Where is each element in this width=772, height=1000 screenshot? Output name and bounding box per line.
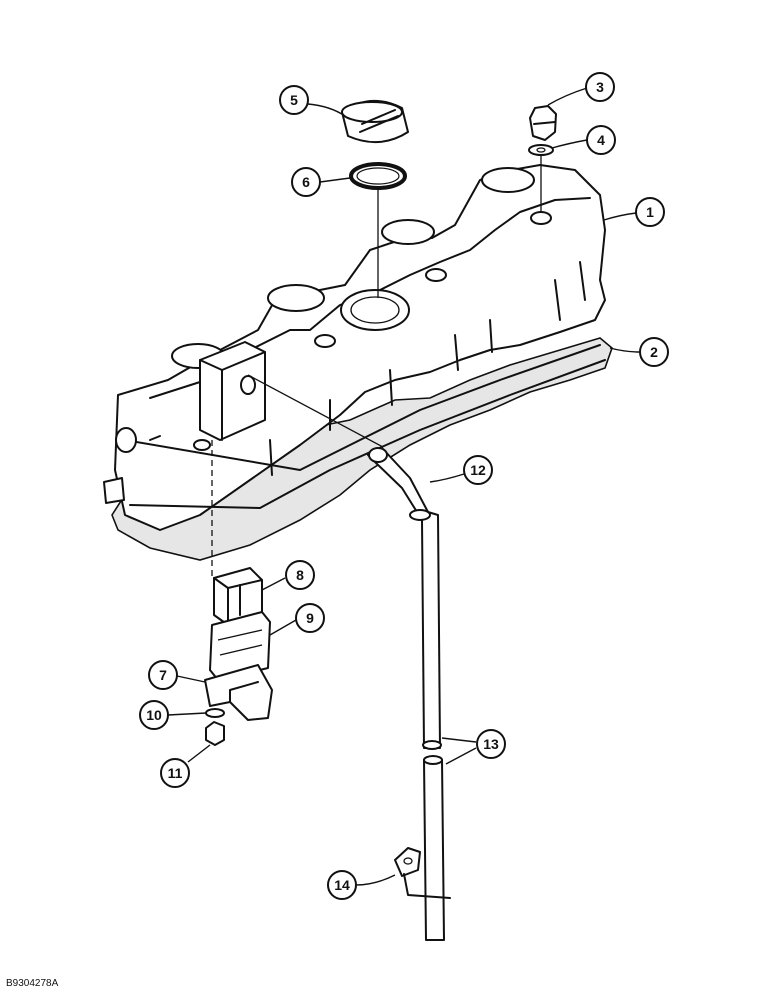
valve-cover-gasket (111, 337, 613, 561)
callout-label-13: 13 (483, 736, 499, 752)
breather-filter-9 (209, 611, 271, 681)
callout-3: 3 (585, 72, 615, 102)
washer-10 (205, 708, 225, 718)
callout-label-7: 7 (159, 667, 167, 683)
callout-11: 11 (160, 758, 190, 788)
hose-clip (394, 847, 451, 899)
o-ring (349, 162, 407, 190)
cap-nut (529, 105, 557, 141)
callout-14: 14 (327, 870, 357, 900)
callout-label-10: 10 (146, 707, 162, 723)
breather-hose (367, 447, 445, 941)
callout-6: 6 (291, 167, 321, 197)
callout-label-2: 2 (650, 344, 658, 360)
callout-2: 2 (639, 337, 669, 367)
callout-label-6: 6 (302, 174, 310, 190)
callout-label-8: 8 (296, 567, 304, 583)
callout-label-12: 12 (470, 462, 486, 478)
callout-4: 4 (586, 125, 616, 155)
callout-1: 1 (635, 197, 665, 227)
callout-12: 12 (463, 455, 493, 485)
callout-10: 10 (139, 700, 169, 730)
callout-label-1: 1 (646, 204, 654, 220)
figure-id: B9304278A (6, 978, 59, 989)
leader-lines (167, 87, 641, 886)
oil-filler-cap (341, 99, 409, 144)
sealing-washer (528, 144, 554, 156)
callout-5: 5 (279, 85, 309, 115)
callout-label-4: 4 (597, 132, 605, 148)
callout-label-14: 14 (334, 877, 350, 893)
callout-label-5: 5 (290, 92, 298, 108)
bolt-11 (205, 721, 225, 746)
oil-filler-neck (340, 289, 410, 331)
breather-bracket-7 (204, 664, 273, 721)
callout-7: 7 (148, 660, 178, 690)
callout-label-11: 11 (168, 765, 183, 781)
callout-label-3: 3 (596, 79, 604, 95)
callout-9: 9 (295, 603, 325, 633)
callout-13: 13 (476, 729, 506, 759)
callout-label-9: 9 (306, 610, 314, 626)
callout-8: 8 (285, 560, 315, 590)
